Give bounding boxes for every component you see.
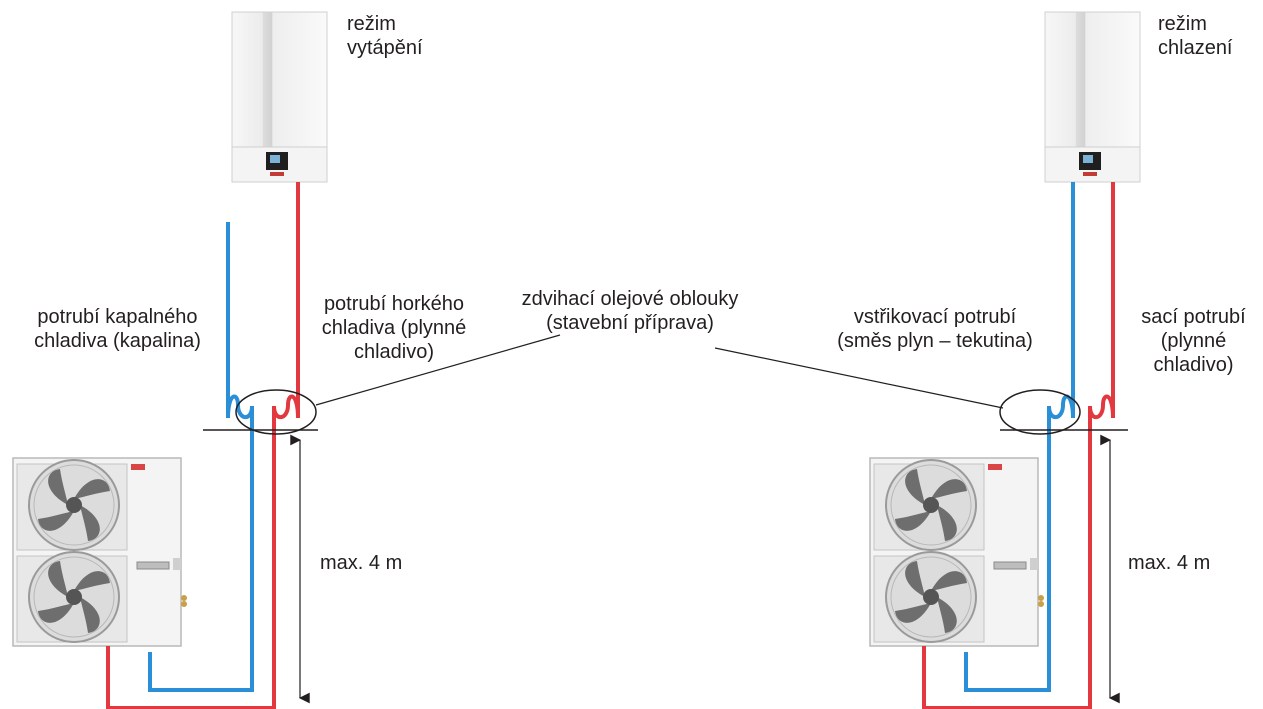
liquid-pipe-label-line1: potrubí kapalného bbox=[37, 306, 198, 328]
suction-pipe-label-line2: (plynné bbox=[1160, 330, 1227, 352]
liquid-pipe-label: potrubí kapalného chladiva (kapalina) bbox=[5, 305, 230, 353]
heating-mode-line1: režim bbox=[347, 13, 396, 35]
gas-pipe-label: potrubí horkého chladiva (plynné chladiv… bbox=[314, 292, 474, 364]
gas-pipe-label-line3: chladivo) bbox=[353, 341, 435, 363]
cooling-mode-line2: chlazení bbox=[1158, 37, 1233, 59]
injection-pipe bbox=[964, 182, 1075, 692]
heating-mode-label: režim vytápění bbox=[347, 12, 423, 60]
cooling-height-label: max. 4 m bbox=[1128, 552, 1211, 574]
injection-pipe-label: vstřikovací potrubí (směs plyn – tekutin… bbox=[810, 305, 1060, 353]
suction-pipe-label-line3: chladivo) bbox=[1153, 354, 1234, 376]
gas-pipe bbox=[106, 182, 300, 709]
suction-pipe-label: sací potrubí (plynné chladivo) bbox=[1126, 305, 1261, 377]
heating-height-label: max. 4 m bbox=[320, 552, 403, 574]
oil-trap-ellipse bbox=[235, 389, 317, 435]
fan-icon bbox=[28, 551, 120, 643]
liquid-pipe-label-line2: chladiva (kapalina) bbox=[34, 330, 201, 352]
callout-line bbox=[315, 334, 561, 406]
heating-diagram bbox=[12, 11, 561, 709]
oil-trap-ellipse bbox=[999, 389, 1081, 435]
fan-icon bbox=[28, 459, 120, 551]
oil-trap-label: zdvihací olejové oblouky (stavební přípr… bbox=[500, 287, 760, 335]
injection-pipe-label-line2: (směs plyn – tekutina) bbox=[837, 330, 1033, 352]
oil-trap-label-line2: (stavební příprava) bbox=[546, 312, 714, 334]
cooling-diagram bbox=[714, 11, 1141, 709]
gas-pipe-label-line1: potrubí horkého bbox=[323, 293, 465, 315]
suction-pipe bbox=[922, 182, 1115, 709]
callout-line bbox=[714, 347, 1004, 409]
indoor-unit-icon bbox=[231, 11, 328, 183]
indoor-unit-icon bbox=[1044, 11, 1141, 183]
injection-pipe-label-line1: vstřikovací potrubí bbox=[853, 306, 1017, 328]
suction-pipe-label-line1: sací potrubí bbox=[1141, 306, 1246, 328]
heating-mode-line2: vytápění bbox=[347, 37, 423, 59]
cooling-mode-line1: režim bbox=[1158, 13, 1207, 35]
gas-pipe-label-line2: chladiva (plynné bbox=[321, 317, 467, 339]
fan-icon bbox=[885, 551, 977, 643]
cooling-mode-label: režim chlazení bbox=[1158, 12, 1233, 60]
oil-trap-label-line1: zdvihací olejové oblouky bbox=[521, 288, 739, 310]
fan-icon bbox=[885, 459, 977, 551]
